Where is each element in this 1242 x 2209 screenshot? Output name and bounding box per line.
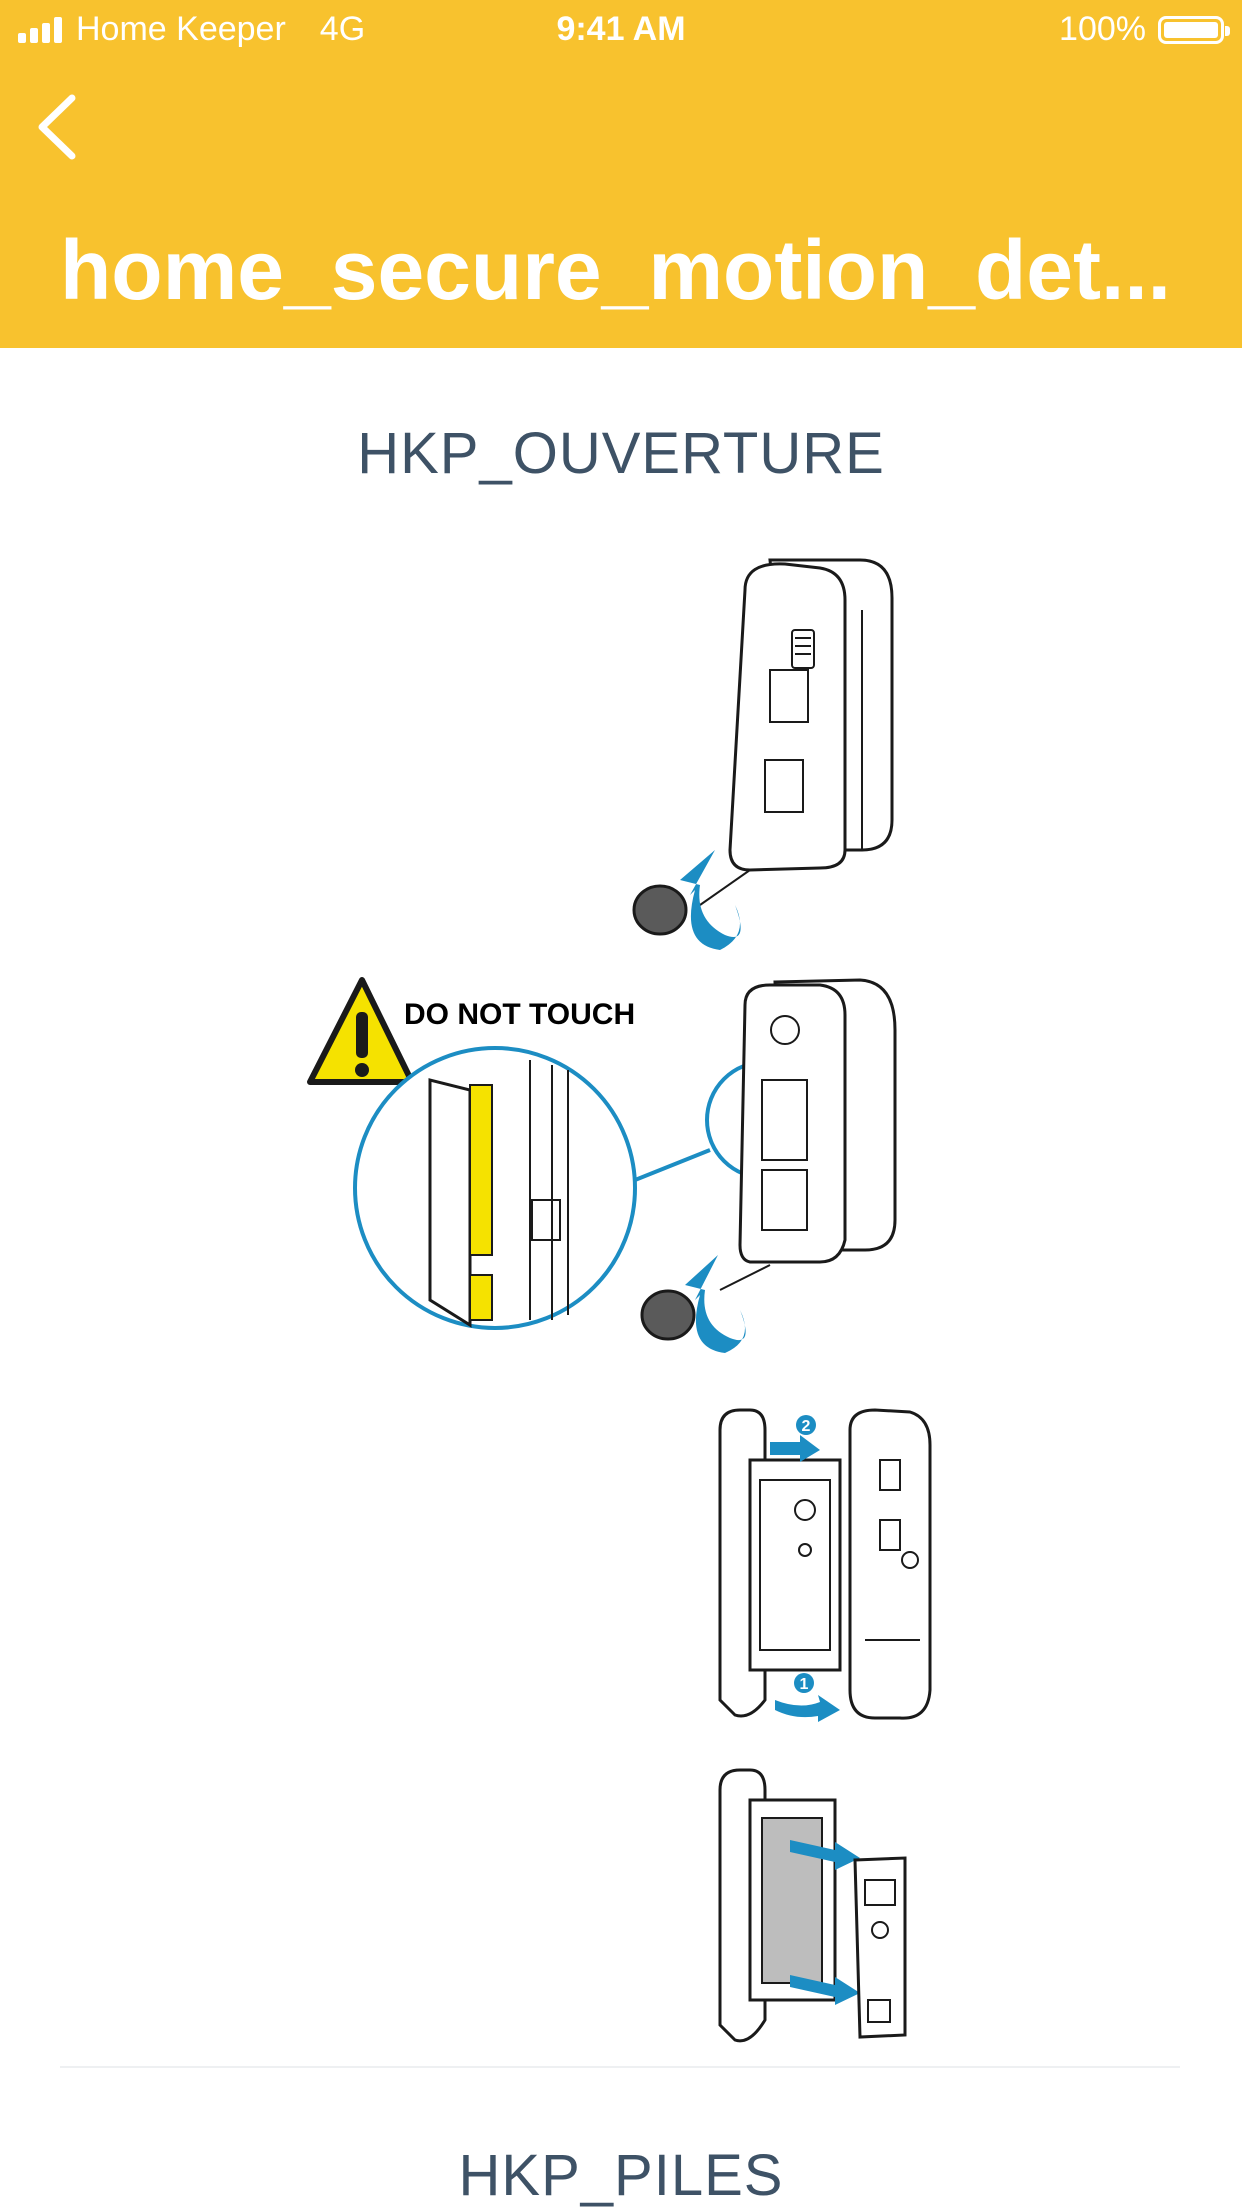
battery-percent: 100% [1059, 10, 1146, 48]
section-title-piles: HKP_PILES [458, 2143, 784, 2208]
illustration-do-not-touch: DO NOT TOUCH [307, 977, 897, 1353]
signal-bars-icon [18, 16, 66, 43]
section-divider [60, 2066, 1180, 2068]
carrier-name: Home Keeper [76, 10, 286, 48]
clock: 9:41 AM [556, 10, 686, 48]
chevron-left-icon [38, 94, 76, 160]
warning-label: DO NOT TOUCH [404, 998, 635, 1031]
back-button[interactable] [30, 90, 90, 164]
page-title: home_secure_motion_det... [60, 223, 1171, 317]
illustration-detector-closed [632, 558, 894, 950]
network-type: 4G [319, 10, 366, 48]
status-bar: Home Keeper 4G 9:41 AM 100% [0, 0, 1242, 62]
illustration-battery-removal [718, 1768, 907, 2043]
section-title-ouverture: HKP_OUVERTURE [357, 421, 885, 486]
illustration-detector-opening: 2 1 [718, 1408, 932, 1722]
battery-icon [1158, 15, 1230, 44]
step-1-label: 1 [800, 1676, 809, 1693]
step-2-label: 2 [802, 1418, 811, 1435]
nav-header: Home Keeper 4G 9:41 AM 100% home_secure_… [0, 0, 1242, 348]
